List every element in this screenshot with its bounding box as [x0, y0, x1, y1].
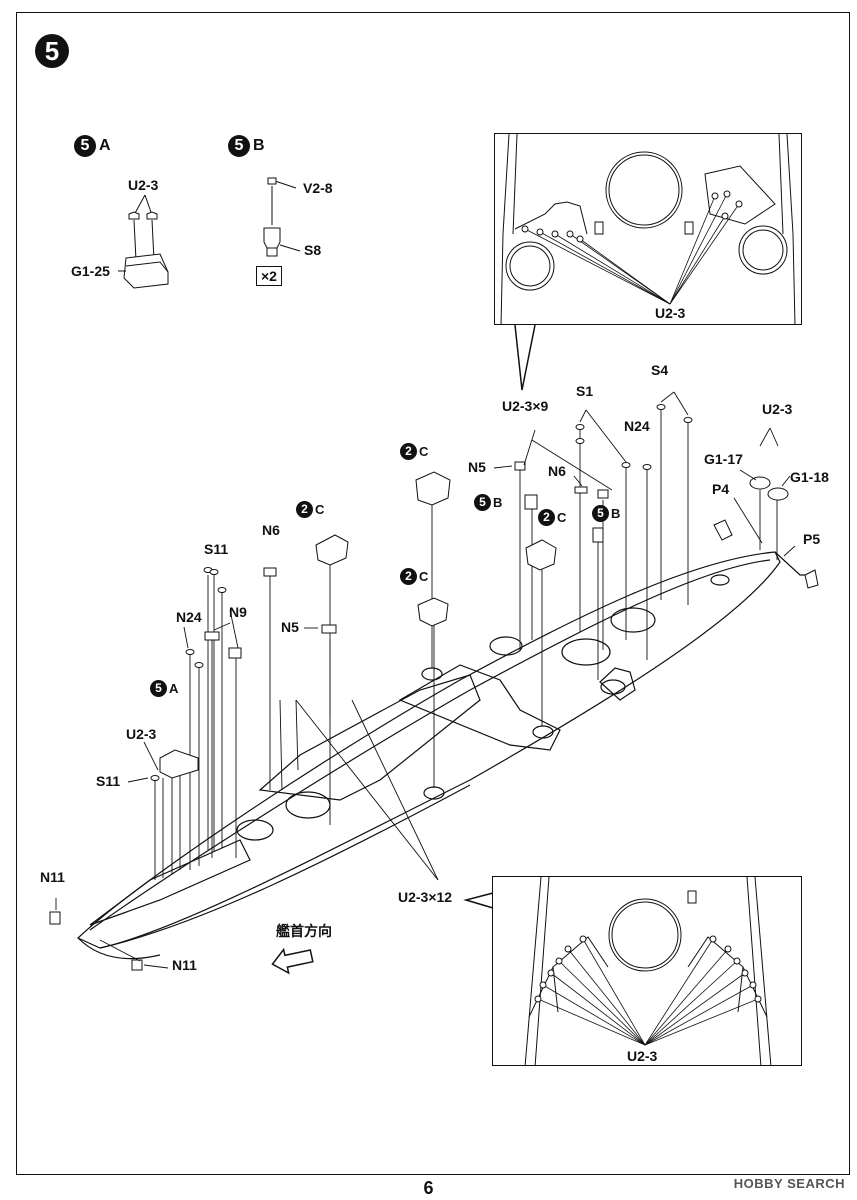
substep-a-part-label: U2-3 [128, 177, 159, 193]
bow-direction-arrow-icon [271, 947, 314, 975]
ref-2c-upper: 2 C [400, 443, 428, 460]
substep-b-letter: B [253, 137, 265, 154]
label-u23x12: U2-3×12 [398, 889, 453, 905]
ref-2c-right: 2 C [538, 509, 566, 526]
ref-number: 2 [400, 568, 417, 585]
ref-letter: B [611, 506, 621, 521]
substep-a-header: 5 A [74, 135, 111, 157]
label-g117: G1-17 [704, 451, 743, 467]
substep-a-letter: A [99, 137, 111, 154]
ref-number: 5 [474, 494, 491, 511]
substep-a-number: 5 [74, 135, 96, 157]
ref-number: 2 [538, 509, 555, 526]
ref-5b-left: 5 B [474, 494, 502, 511]
ref-letter: C [419, 444, 429, 459]
watermark-text: HOBBY SEARCH [733, 1176, 845, 1191]
label-s4: S4 [651, 362, 669, 378]
ref-letter: C [315, 502, 325, 517]
quantity-badge: ×2 [256, 266, 282, 286]
substep-a-base-label: G1-25 [71, 263, 110, 279]
label-p4: P4 [712, 481, 730, 497]
label-n24-right: N24 [624, 418, 650, 434]
label-n6-left: N6 [262, 522, 280, 538]
label-n5-upper: N5 [468, 459, 486, 475]
substep-b-top-label: V2-8 [303, 180, 333, 196]
page-frame [16, 12, 850, 1175]
step-number-badge: 5 [35, 34, 69, 68]
label-n5-lower: N5 [281, 619, 299, 635]
ref-letter: B [493, 495, 503, 510]
label-n9: N9 [229, 604, 247, 620]
label-s1: S1 [576, 383, 594, 399]
bow-direction-label: 艦首方向 [276, 924, 332, 940]
ref-letter: A [169, 681, 179, 696]
ref-5a: 5 A [150, 680, 178, 697]
label-s11-lower: S11 [96, 773, 121, 789]
label-u23-left: U2-3 [126, 726, 157, 742]
ref-letter: C [557, 510, 567, 525]
label-n6-mid: N6 [548, 463, 566, 479]
ref-2c-left: 2 C [296, 501, 324, 518]
label-n11-upper: N11 [40, 869, 65, 885]
label-u23x9: U2-3×9 [502, 398, 549, 414]
label-s11-upper: S11 [204, 541, 229, 557]
ref-letter: C [419, 569, 429, 584]
ref-number: 5 [592, 505, 609, 522]
ref-number: 5 [150, 680, 167, 697]
ref-5b-right: 5 B [592, 505, 620, 522]
detail-inset-bottom: U2-3 [492, 876, 802, 1066]
label-n11-lower: N11 [172, 957, 197, 973]
ref-number: 2 [296, 501, 313, 518]
inset-bottom-label: U2-3 [627, 1048, 658, 1064]
ref-number: 2 [400, 443, 417, 460]
ref-2c-middle: 2 C [400, 568, 428, 585]
label-n24-left: N24 [176, 609, 202, 625]
page-number: 6 [423, 1178, 434, 1198]
label-p5: P5 [803, 531, 821, 547]
detail-inset-top: U2-3 [494, 133, 802, 325]
inset-top-label: U2-3 [655, 305, 686, 321]
substep-b-base-label: S8 [304, 242, 322, 258]
label-g118: G1-18 [790, 469, 829, 485]
label-u23-right: U2-3 [762, 401, 793, 417]
substep-b-header: 5 B [228, 135, 265, 157]
substep-b-number: 5 [228, 135, 250, 157]
